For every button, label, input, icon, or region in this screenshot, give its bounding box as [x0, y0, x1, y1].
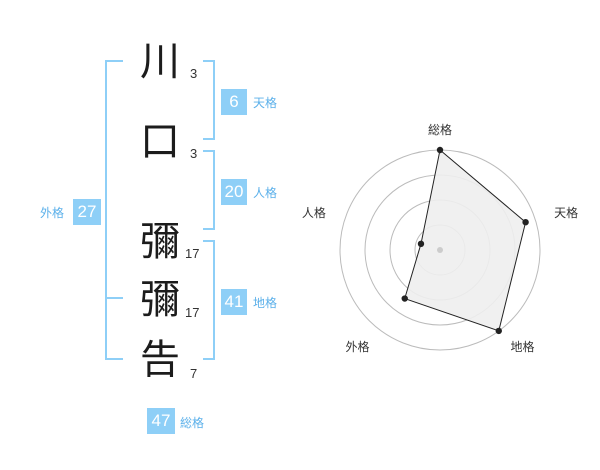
gaikaku-bracket-tick: [105, 297, 123, 299]
tenkaku-badge: 6: [221, 89, 247, 115]
gaikaku-badge: 27: [73, 199, 101, 225]
radar-axis-label-5: 人格: [302, 205, 326, 220]
chikaku-bracket: [203, 240, 215, 360]
chikaku-badge: 41: [221, 289, 247, 315]
jinkaku-badge: 20: [221, 179, 247, 205]
soukaku-label: 総格: [180, 416, 205, 430]
stroke-count-3: 17: [185, 246, 200, 261]
stroke-count-1: 3: [190, 66, 198, 81]
stroke-count-5: 7: [190, 366, 198, 381]
stroke-count-4: 17: [185, 305, 200, 320]
tenkaku-bracket: [203, 60, 215, 140]
name-char-5: 告: [140, 337, 180, 383]
radar-center: [437, 247, 443, 253]
name-char-3: 彌: [140, 219, 180, 265]
radar-point-1: [436, 146, 444, 154]
radar-point-3: [495, 327, 502, 335]
radar-axis-label-4: 外格: [345, 339, 369, 354]
radar-axis-label-2: 天格: [554, 205, 578, 220]
gaikaku-bracket: [105, 60, 123, 360]
radar-point-4: [401, 295, 408, 302]
chikaku-label: 地格: [253, 296, 278, 310]
stroke-count-2: 3: [190, 146, 198, 161]
jinkaku-label: 人格: [253, 186, 278, 200]
name-char-4: 彌: [140, 277, 180, 323]
tenkaku-label: 天格: [253, 96, 278, 110]
gaikaku-label: 外格: [40, 206, 65, 220]
radar-axis-label-1: 総格: [428, 122, 452, 137]
jinkaku-bracket: [203, 150, 215, 230]
radar-axis-label-3: 地格: [511, 339, 535, 354]
radar-area: [404, 149, 527, 332]
radar-point-5: [417, 240, 425, 248]
name-char-2: 口: [140, 119, 180, 165]
radar-point-2: [522, 218, 529, 226]
soukaku-badge: 47: [147, 408, 175, 434]
name-char-1: 川: [140, 39, 180, 85]
